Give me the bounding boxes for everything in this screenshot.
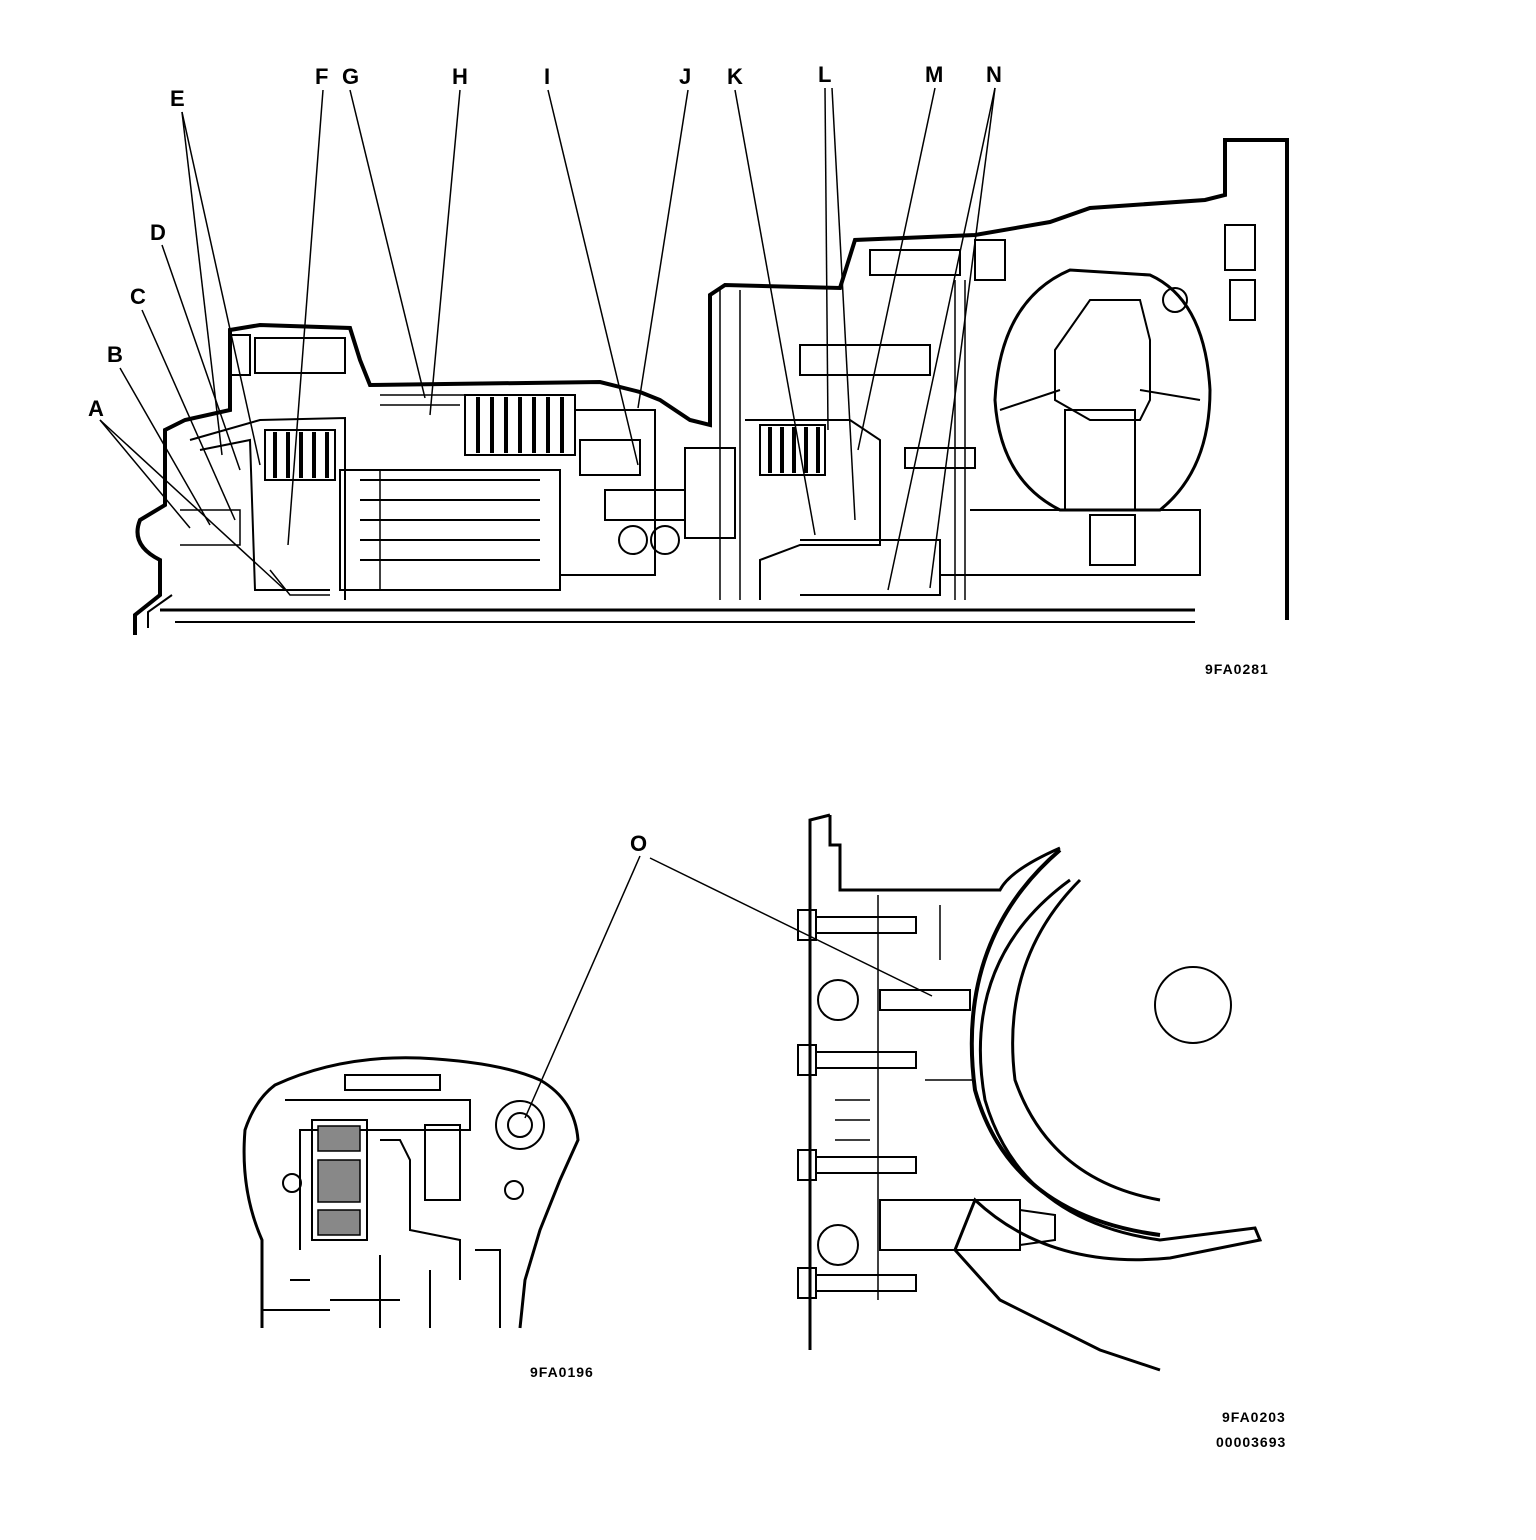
callout-f: F bbox=[315, 64, 328, 89]
callout-o: O bbox=[630, 831, 647, 856]
valve-body-plate: 9FA0196 bbox=[242, 1056, 594, 1380]
callout-l: L bbox=[818, 62, 831, 87]
transmission-cross-section: A B C D E F G H I J K L M N 9FA0281 bbox=[88, 62, 1289, 677]
clutch-pack-left bbox=[264, 429, 336, 481]
clutch-pack-right bbox=[759, 424, 826, 476]
figure-code-bottom-left: 9FA0196 bbox=[530, 1364, 594, 1380]
callout-g: G bbox=[342, 64, 359, 89]
callout-e: E bbox=[170, 86, 185, 111]
callout-m: M bbox=[925, 62, 943, 87]
callout-b: B bbox=[107, 342, 123, 367]
figure-code-bottom-right: 9FA0203 bbox=[1222, 1409, 1286, 1425]
document-number: 00003693 bbox=[1216, 1434, 1286, 1450]
torque-converter bbox=[940, 224, 1256, 576]
callout-o-group: O bbox=[524, 831, 933, 1119]
callout-k: K bbox=[727, 64, 743, 89]
callout-c: C bbox=[130, 284, 146, 309]
callout-a: A bbox=[88, 396, 104, 421]
housing-bolts bbox=[797, 909, 917, 1299]
callout-h: H bbox=[452, 64, 468, 89]
clutch-pack-center bbox=[464, 394, 576, 456]
leader-lines-top bbox=[99, 87, 996, 591]
callout-j: J bbox=[679, 64, 691, 89]
callout-i: I bbox=[544, 64, 550, 89]
housing-with-bolts: 9FA0203 00003693 bbox=[797, 813, 1286, 1450]
callout-n: N bbox=[986, 62, 1002, 87]
figure-code-top: 9FA0281 bbox=[1205, 661, 1269, 677]
callout-d: D bbox=[150, 220, 166, 245]
